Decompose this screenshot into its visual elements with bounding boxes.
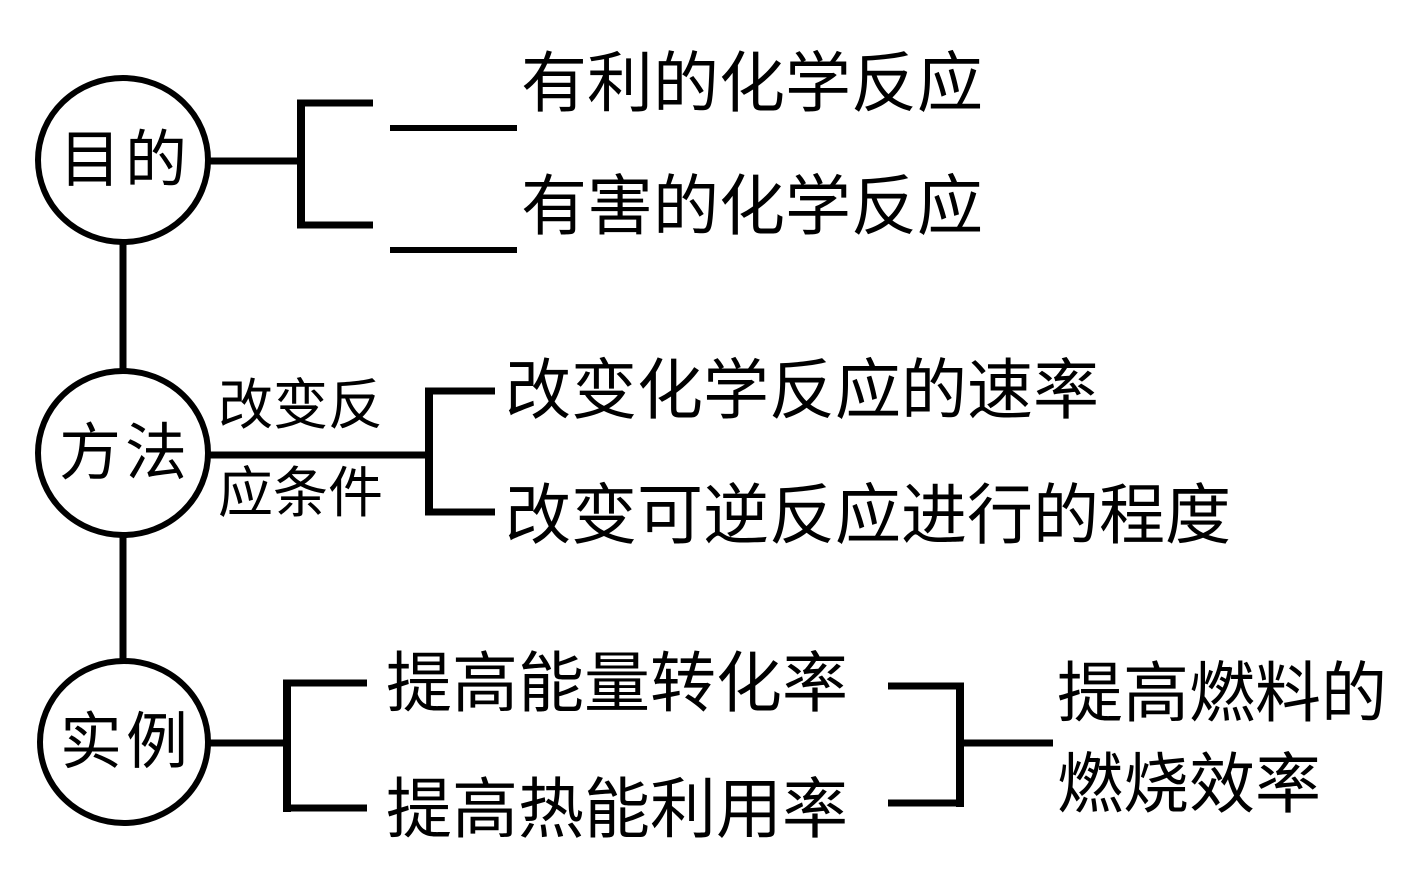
method-branch-rate: 改变化学反应的速率: [505, 352, 1099, 429]
method-branch-extent: 改变可逆反应进行的程度: [505, 477, 1231, 554]
purpose-branch-harmful: 有害的化学反应: [521, 168, 983, 245]
node-method: 方法: [58, 416, 191, 489]
method-edge-label-line2: 应条件: [218, 461, 384, 525]
fill-in-blank: [390, 125, 517, 131]
purpose-branch-favorable: 有利的化学反应: [521, 45, 983, 122]
method-node-circle: [35, 368, 211, 538]
fill-in-blank: [390, 247, 517, 253]
purpose-node-circle: [35, 75, 211, 245]
example-node-circle: [37, 658, 211, 826]
example-branch-heat-utilization: 提高热能利用率: [386, 771, 848, 848]
example-branch-energy-conversion: 提高能量转化率: [386, 645, 848, 722]
method-edge-label-line1: 改变反: [218, 373, 384, 437]
node-purpose: 目的: [58, 123, 191, 196]
node-example: 实例: [59, 705, 192, 778]
example-result-line1: 提高燃料的: [1057, 655, 1387, 732]
example-result-line2: 燃烧效率: [1057, 746, 1321, 823]
